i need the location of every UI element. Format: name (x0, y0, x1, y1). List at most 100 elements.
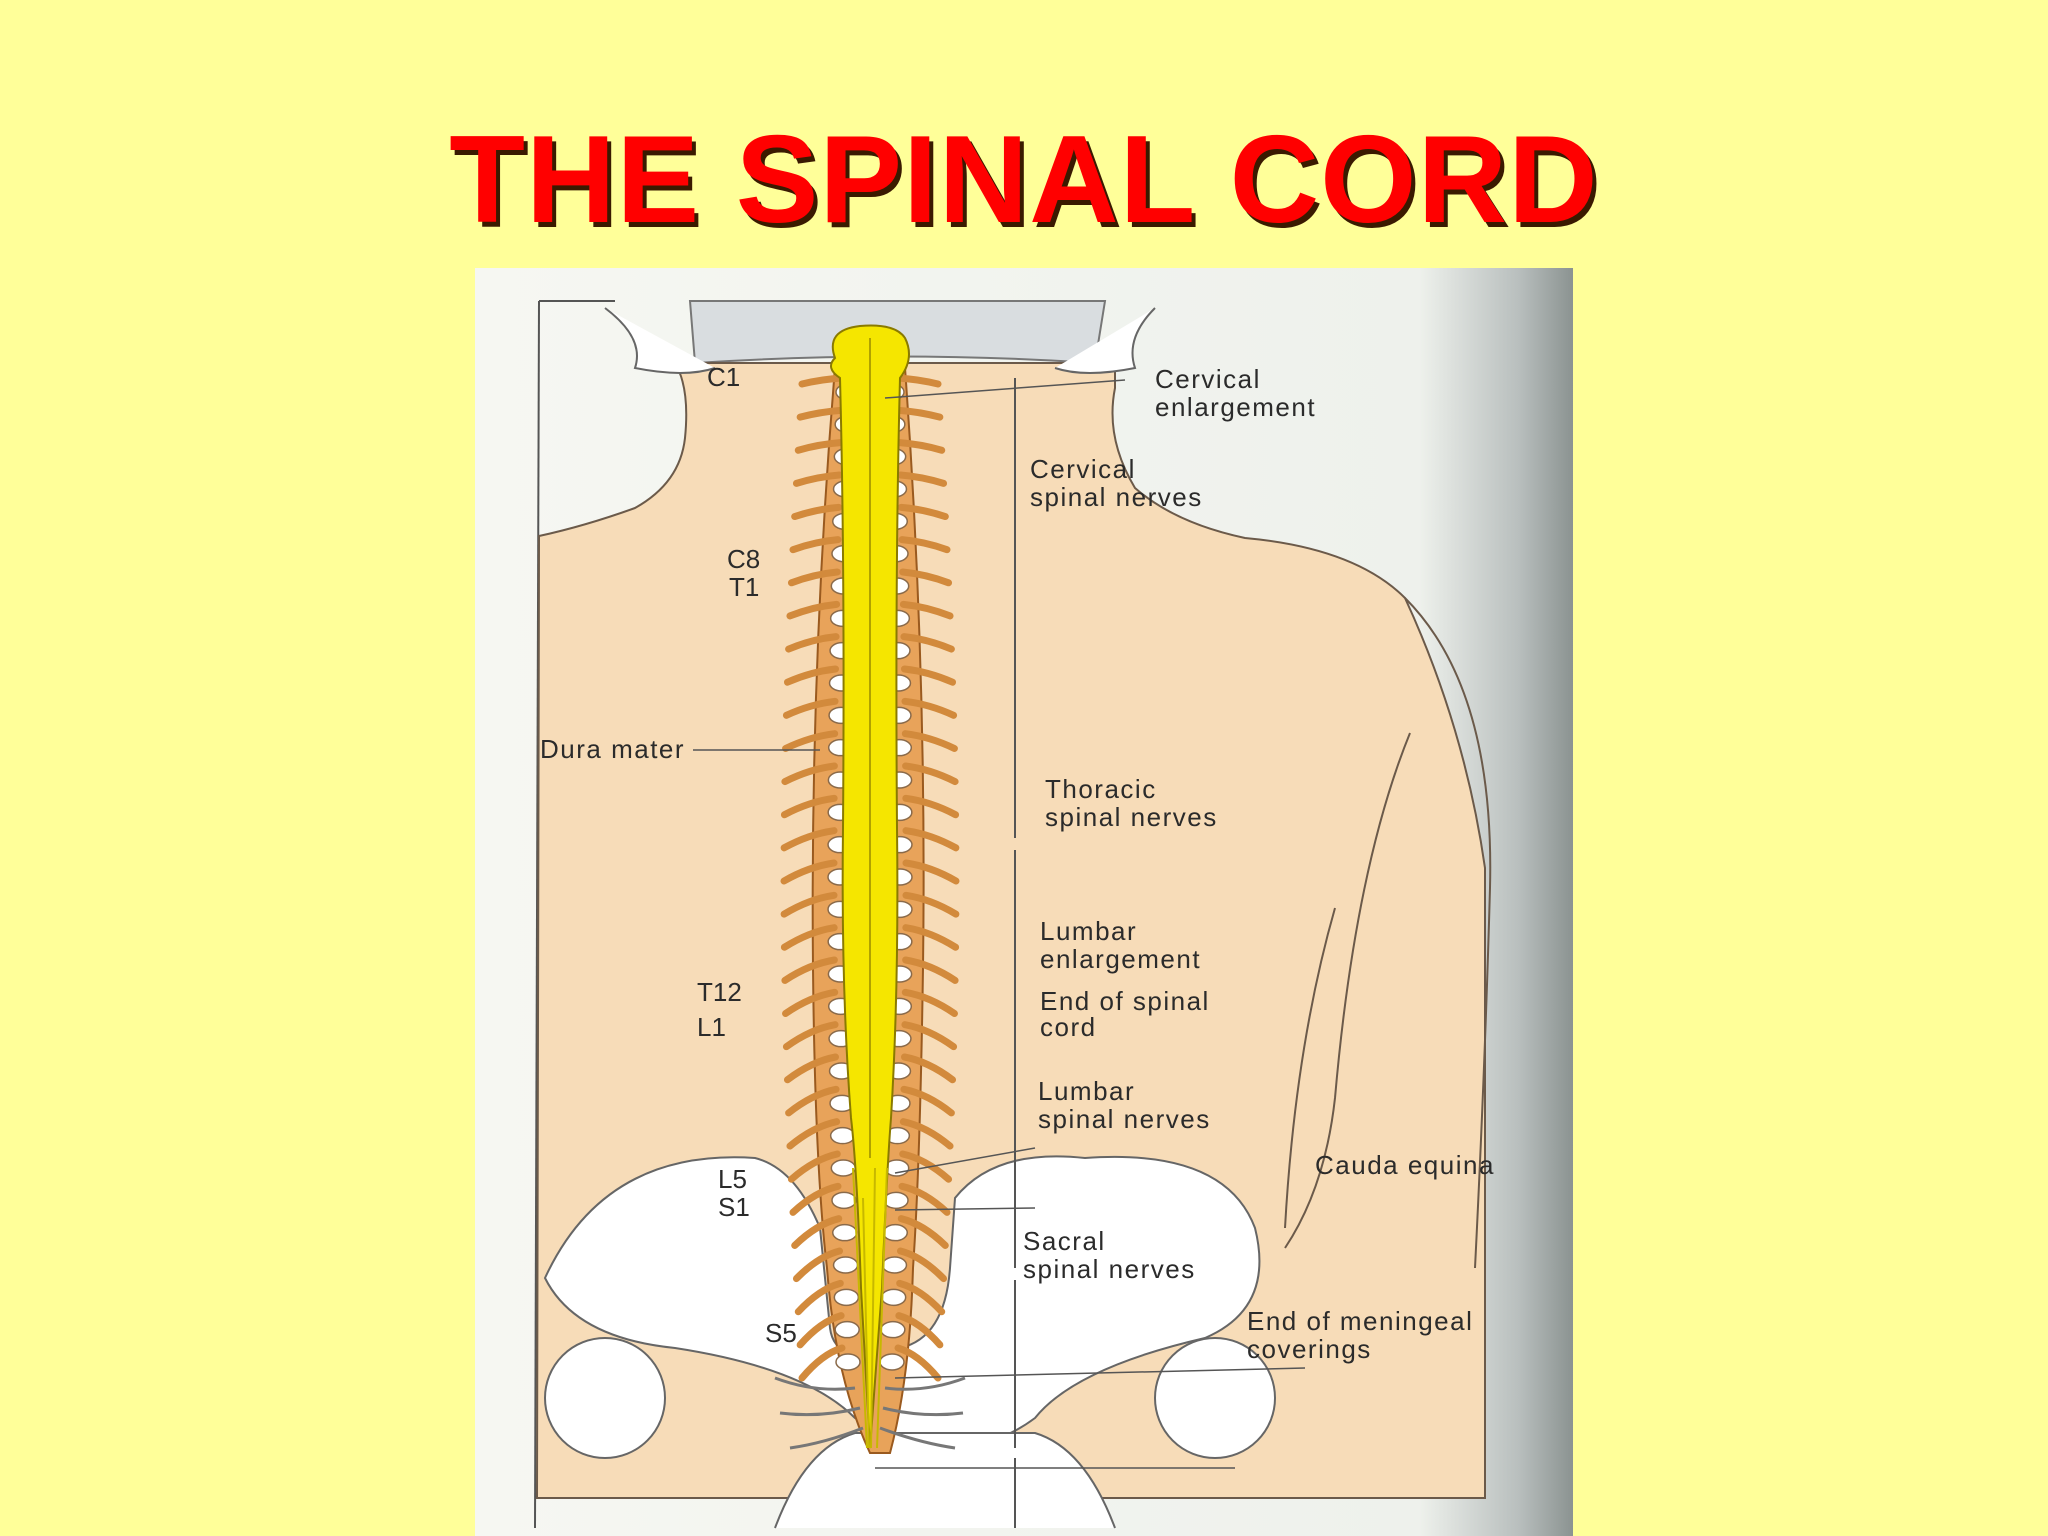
spinal-nerve (782, 1021, 839, 1051)
figure-frame (534, 300, 540, 1529)
label-cervical-spinal-nerves-1: Cervical (1030, 454, 1136, 484)
spinal-nerve (780, 924, 838, 951)
spinal-nerve (898, 536, 951, 554)
vertebra-process (834, 1320, 860, 1339)
label-end-of-meningeal-coverings-1: End of meningeal (1247, 1306, 1473, 1336)
sacral-nerves (774, 1376, 966, 1450)
arm-contour (1404, 597, 1492, 1269)
level-s5: S5 (765, 1318, 797, 1348)
label-dura-mater: Dura mater (540, 734, 685, 764)
spinal-nerve (787, 1150, 841, 1183)
spinal-nerve (899, 1150, 953, 1183)
cauda-equina-fibers (852, 1167, 888, 1449)
level-l1: L1 (697, 1012, 726, 1042)
level-t12: T12 (697, 977, 742, 1007)
spinal-nerve (794, 1279, 844, 1316)
spinal-nerve (895, 1312, 944, 1349)
spinal-nerve (899, 568, 953, 587)
spinal-nerve (902, 762, 959, 786)
label-lumbar-spinal-nerves-2: spinal nerves (1038, 1104, 1211, 1134)
label-lumbar-enlargement-1: Lumbar (1040, 916, 1137, 946)
spinal-nerve (782, 730, 839, 752)
spinal-nerve (901, 697, 958, 719)
spinal-nerve (780, 891, 838, 918)
spinal-nerve (900, 665, 957, 686)
spinal-nerve (900, 1053, 957, 1084)
label-cauda-equina: Cauda equina (1315, 1150, 1495, 1180)
spinal-nerve (783, 665, 840, 686)
spinal-nerve (782, 697, 839, 719)
spinal-nerve (902, 924, 960, 951)
spinal-nerve (901, 730, 958, 752)
label-cervical-enlargement-1: Cervical (1155, 364, 1261, 394)
label-thoracic-spinal-nerves-1: Thoracic (1045, 774, 1157, 804)
spinal-nerve (901, 1021, 958, 1051)
spinal-nerve (780, 794, 838, 819)
spinal-nerve (899, 1118, 954, 1150)
vertebra-process (829, 1126, 856, 1145)
spinal-nerve (896, 439, 946, 454)
spinal-nerve (785, 1085, 840, 1117)
spinal-nerve (901, 988, 958, 1018)
level-t1: T1 (729, 572, 759, 602)
level-s1: S1 (718, 1192, 750, 1222)
clavicle-right (1054, 307, 1156, 374)
spinal-nerve (786, 600, 841, 620)
level-l5: L5 (718, 1164, 747, 1194)
label-end-of-spinal-cord-2: cord (1040, 1012, 1097, 1042)
spinal-nerve (896, 1279, 946, 1316)
vertebra-process (831, 1223, 858, 1242)
spinal-nerve (897, 1215, 949, 1249)
vertebra-process (831, 1191, 857, 1210)
vertebra-process (832, 1256, 859, 1274)
spinal-nerve (896, 471, 948, 487)
spinal-nerve (895, 406, 944, 421)
spinal-nerve (786, 1118, 841, 1150)
vertebra-process (835, 1353, 861, 1371)
spinal-nerve (894, 1344, 942, 1382)
vertebra-process (880, 1288, 907, 1307)
spinal-nerve (783, 1053, 840, 1084)
level-c8: C8 (727, 544, 760, 574)
hip-joint-left (544, 1337, 666, 1459)
label-lumbar-enlargement-2: enlargement (1040, 944, 1201, 974)
spinal-nerve (791, 503, 843, 521)
vertebra-process (880, 1320, 906, 1339)
slide-title: THE SPINAL CORD (449, 111, 1599, 249)
spinal-nerve (789, 1182, 842, 1216)
label-cervical-enlargement-2: enlargement (1155, 392, 1316, 422)
spinal-nerve (787, 568, 841, 587)
spinal-nerve (785, 633, 840, 653)
label-thoracic-spinal-nerves-2: spinal nerves (1045, 802, 1218, 832)
spinal-nerve (902, 859, 960, 885)
spinal-nerve (781, 762, 838, 786)
vertebra-process (830, 1159, 857, 1177)
label-sacral-spinal-nerves-2: spinal nerves (1023, 1254, 1196, 1284)
spinal-cord-illustration: Cervical enlargement Cervical spinal ner… (475, 268, 1573, 1536)
spinal-nerve (789, 536, 842, 554)
spinal-nerve (900, 633, 955, 653)
pelvis (543, 1155, 1261, 1450)
vertebra-process (879, 1353, 905, 1371)
spinal-nerve (796, 406, 845, 421)
spinal-nerve (782, 988, 839, 1018)
spinal-nerve (781, 956, 838, 984)
spinal-nerve (896, 1247, 948, 1283)
vertebra-process (883, 1191, 909, 1210)
spinal-nerve (792, 1247, 844, 1283)
spinal-nerve (780, 859, 838, 885)
spinal-nerve (902, 794, 960, 819)
spinal-nerve (900, 1085, 955, 1117)
spinal-nerve (792, 471, 844, 487)
spinal-nerve (796, 1312, 845, 1349)
label-lumbar-spinal-nerves-1: Lumbar (1038, 1076, 1135, 1106)
label-end-of-meningeal-coverings-2: coverings (1247, 1334, 1372, 1364)
spinal-nerve (899, 600, 954, 620)
level-c1: C1 (707, 362, 740, 392)
vertebra-process (881, 1256, 908, 1274)
spinal-nerve (794, 439, 844, 454)
spinal-nerve (902, 956, 959, 984)
clavicle-left (604, 307, 716, 374)
spinal-nerve (791, 1215, 843, 1249)
spinal-nerve (897, 503, 949, 521)
